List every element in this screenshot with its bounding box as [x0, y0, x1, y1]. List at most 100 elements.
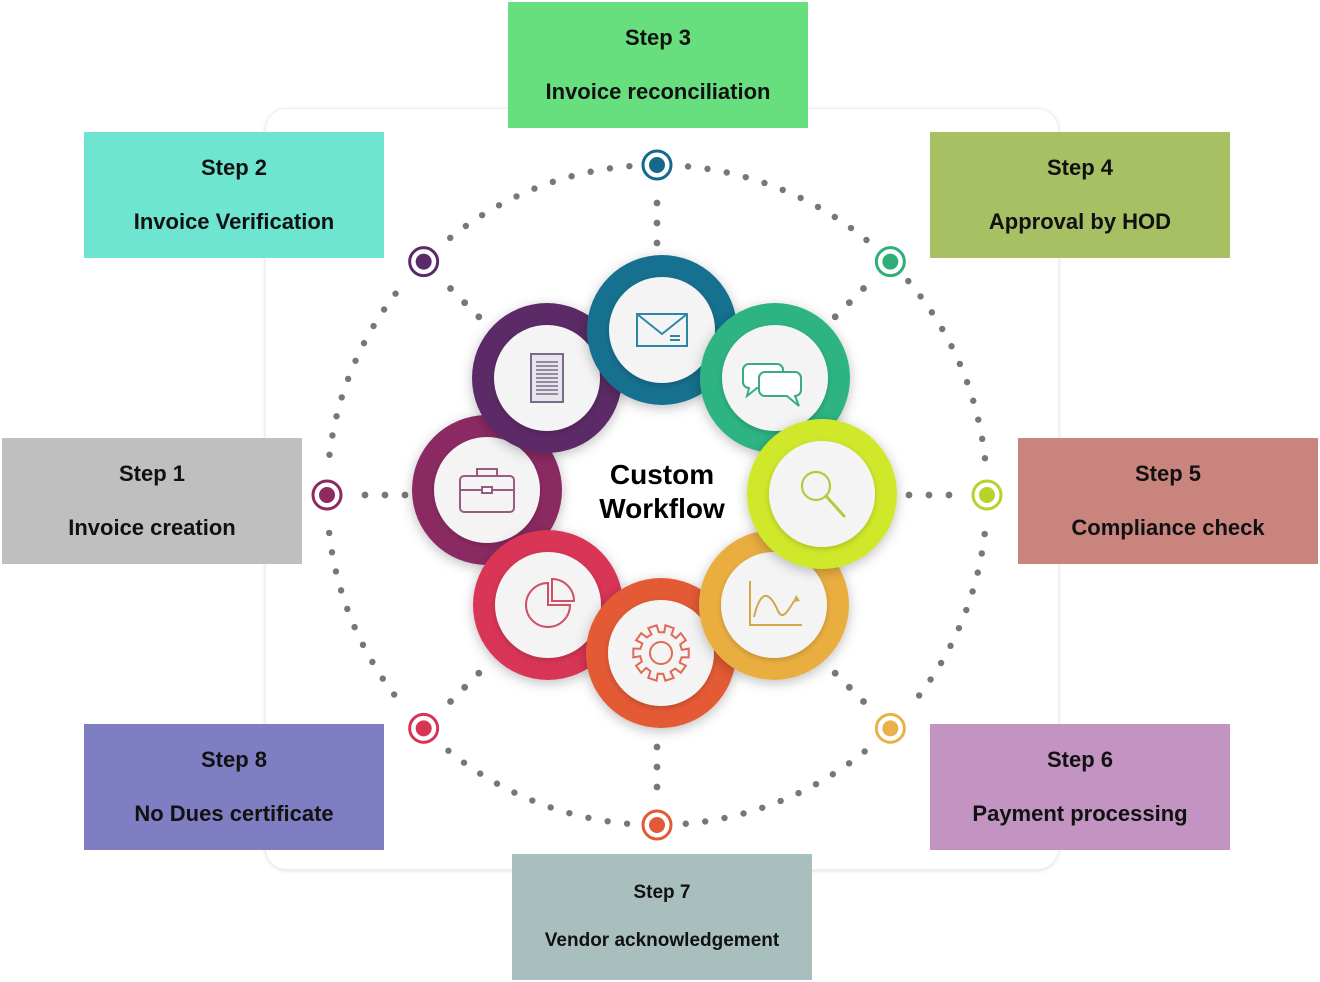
workflow-ring-3: [700, 303, 850, 453]
path-dot: [981, 455, 989, 462]
line-chart-icon: [749, 581, 802, 626]
path-dot: [963, 378, 971, 386]
spoke-dot: [945, 491, 953, 499]
step-node-7: [641, 809, 673, 841]
path-dot: [359, 641, 367, 649]
path-dot: [333, 413, 340, 420]
step-name: Compliance check: [1071, 515, 1265, 540]
spoke-dot: [860, 285, 867, 292]
path-dot: [547, 804, 554, 811]
path-dot: [797, 194, 804, 202]
path-dot: [531, 185, 538, 192]
path-dot: [511, 789, 518, 796]
spoke-dot: [653, 199, 661, 207]
path-dot: [975, 416, 982, 423]
path-dot: [847, 224, 855, 232]
pie-chart-icon: [525, 581, 572, 628]
workflow-ring-1: [472, 303, 622, 453]
step-name: Vendor acknowledgement: [544, 930, 780, 951]
path-dot: [981, 530, 988, 538]
workflow-ring-4: [747, 419, 897, 569]
path-dot: [684, 163, 692, 170]
spoke-dot: [475, 313, 483, 321]
step-number: Step 5: [1134, 461, 1202, 486]
path-dot: [604, 818, 611, 825]
spoke-dot: [381, 491, 389, 499]
path-dot: [970, 397, 977, 404]
path-dot: [974, 569, 981, 576]
path-dot: [495, 202, 503, 209]
path-dot: [326, 451, 333, 458]
path-dot: [380, 306, 388, 313]
path-dot: [740, 810, 747, 817]
step-number: Step 8: [200, 747, 268, 772]
spoke-dot: [905, 491, 913, 499]
path-dot: [513, 193, 520, 200]
spoke-dot: [447, 698, 454, 705]
path-dot: [626, 162, 633, 170]
path-dot: [948, 343, 955, 350]
path-dot: [863, 236, 870, 244]
envelope-icon: [636, 313, 688, 347]
step-box-7: Step 7 Vendor acknowledgement: [512, 854, 812, 980]
path-dot: [702, 818, 709, 825]
path-dot: [939, 325, 946, 333]
path-dot: [915, 692, 923, 699]
spoke-dot: [447, 285, 454, 292]
path-dot: [795, 789, 802, 797]
path-dot: [338, 394, 345, 401]
step-name: No Dues certificate: [134, 801, 334, 826]
node-dot: [649, 817, 665, 833]
path-dot: [682, 820, 689, 827]
path-dot: [759, 804, 766, 811]
step-box-4: Step 4 Approval by HOD: [930, 132, 1230, 258]
ring-inner: [608, 600, 714, 706]
step-box-2: Step 2 Invoice Verification: [84, 132, 384, 258]
ring-inner: [769, 441, 875, 547]
path-dot: [955, 624, 963, 632]
path-dot: [390, 691, 398, 698]
workflow-ring-2: [587, 255, 737, 405]
path-dot: [462, 222, 470, 230]
path-dot: [845, 760, 853, 767]
spoke-dot: [845, 299, 853, 307]
step-number: Step 2: [200, 155, 268, 180]
step-node-6: [874, 712, 906, 744]
spoke-dot: [475, 669, 483, 677]
node-dot: [415, 253, 432, 270]
center-title: Custom Workflow: [587, 458, 737, 526]
node-dot: [415, 720, 432, 737]
path-dot: [927, 676, 934, 683]
path-dot: [777, 797, 784, 805]
spoke-dot: [860, 698, 867, 705]
path-dot: [344, 375, 352, 383]
spoke-dot: [831, 669, 839, 677]
briefcase-icon: [459, 475, 515, 513]
path-dot: [478, 211, 486, 219]
path-dot: [969, 588, 976, 595]
path-dot: [956, 360, 964, 368]
path-dot: [937, 659, 945, 667]
path-dot: [779, 186, 786, 194]
path-dot: [493, 780, 501, 787]
step-name: Approval by HOD: [988, 209, 1172, 234]
path-dot: [814, 203, 822, 211]
path-dot: [392, 290, 399, 297]
step-node-2: [408, 246, 440, 278]
spoke-dot: [461, 683, 469, 691]
step-node-3: [641, 149, 673, 181]
path-dot: [332, 568, 340, 575]
path-dot: [344, 605, 351, 613]
path-dot: [360, 339, 368, 347]
node-dot: [649, 157, 665, 173]
step-node-5: [971, 479, 1003, 511]
spoke-dot: [831, 313, 839, 321]
step-box-8: Step 8 No Dues certificate: [84, 724, 384, 850]
step-number: Step 6: [1046, 747, 1114, 772]
workflow-ring-8: [412, 415, 562, 565]
path-dot: [328, 549, 336, 556]
spoke-dot: [653, 743, 661, 751]
spoke-dot: [653, 763, 661, 771]
step-name: Invoice Verification: [133, 209, 335, 234]
step-number: Step 1: [118, 461, 186, 486]
